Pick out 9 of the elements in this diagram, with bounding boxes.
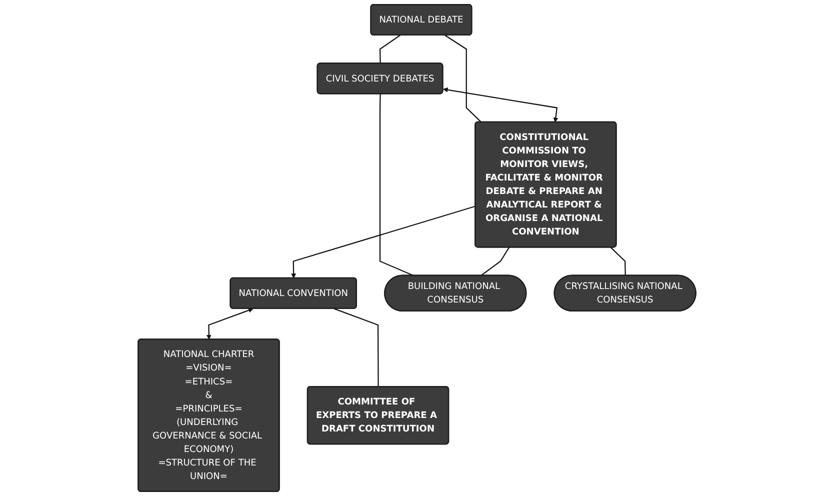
arrow bbox=[206, 308, 254, 340]
arrow bbox=[442, 87, 558, 122]
connector bbox=[379, 94, 414, 276]
connector bbox=[444, 34, 482, 123]
connector bbox=[610, 247, 626, 276]
connector bbox=[334, 308, 379, 387]
arrow bbox=[291, 206, 476, 278]
connector bbox=[480, 247, 510, 276]
connector bbox=[379, 34, 400, 64]
